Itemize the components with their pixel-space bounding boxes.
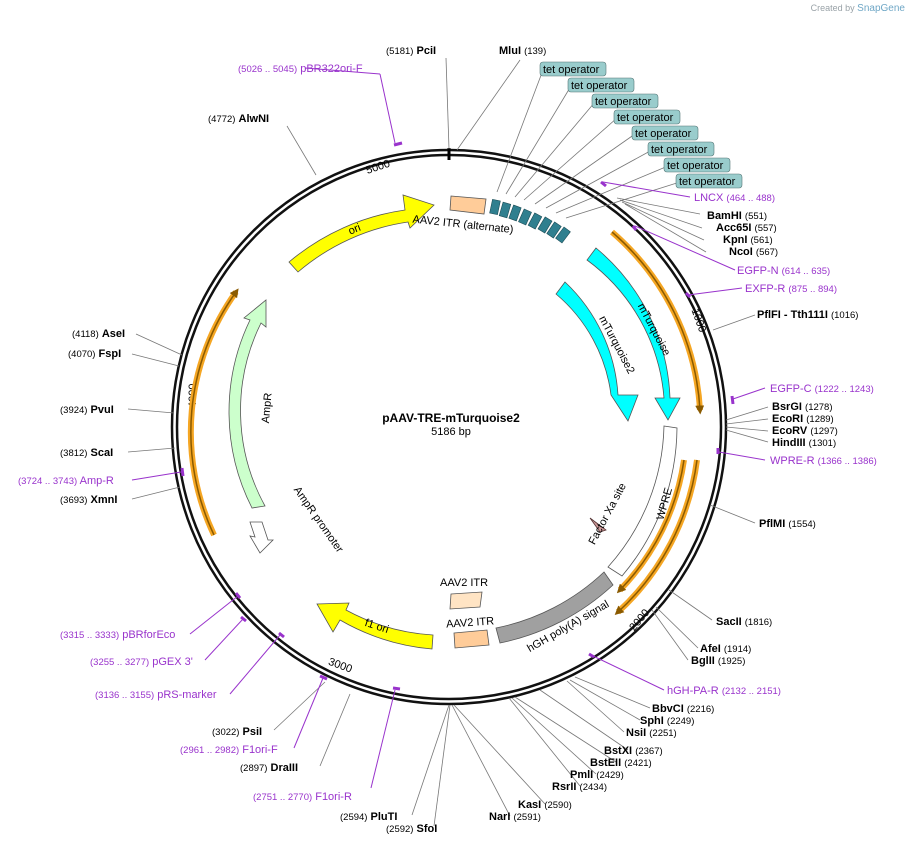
aav2-itr-b-label: AAV2 ITR	[446, 615, 495, 630]
aav2-itr-a-feature	[449, 591, 483, 610]
aav2-itr-alternate-feature	[449, 195, 487, 215]
enzyme-site-pluti: (2594) PluTI	[340, 811, 397, 823]
enzyme-site-nari: NarI (2591)	[489, 811, 541, 823]
enzyme-site-hindiii: HindIII (1301)	[772, 437, 836, 449]
enzyme-site-bsrgi: BsrGI (1278)	[772, 401, 833, 413]
enzyme-site-bbvci: BbvCI (2216)	[652, 703, 714, 715]
primer-site-prsmarker: (3136 .. 3155) pRS-marker	[95, 689, 217, 701]
primer-site-pbrforeco: (3315 .. 3333) pBRforEco	[60, 629, 175, 641]
primer-site-pgex3: (3255 .. 3277) pGEX 3'	[90, 656, 193, 668]
ampr-feature	[228, 299, 267, 509]
orf-arcs	[187, 229, 705, 616]
enzyme-site-kasi: KasI (2590)	[518, 799, 572, 811]
tet-operator-label: tet operator	[543, 64, 600, 76]
primer-site-egfpn: EGFP-N (614 .. 635)	[737, 265, 830, 277]
enzyme-site-rsrii: RsrII (2434)	[552, 781, 607, 793]
enzyme-site-ecorv: EcoRV (1297)	[772, 425, 838, 437]
aav2-itr-alternate-label: AAV2 ITR (alternate)	[412, 214, 514, 237]
enzyme-site-bamhi: BamHI (551)	[707, 210, 767, 222]
enzyme-site-bglii: BglII (1925)	[691, 655, 745, 667]
enzyme-site-pvui: (3924) PvuI	[60, 404, 114, 416]
factor-xa-feature	[589, 517, 607, 533]
tet-operator-label: tet operator	[617, 112, 674, 124]
enzyme-site-fspi: (4070) FspI	[68, 348, 121, 360]
ori-feature	[288, 194, 435, 273]
enzyme-site-sfoi: (2592) SfoI	[386, 823, 437, 835]
enzyme-site-ncoi: NcoI (567)	[729, 246, 778, 258]
wpre-feature	[607, 425, 678, 577]
leader-lines	[127, 57, 769, 827]
tet-operator-labels: tet operator tet operator tet operator t…	[539, 61, 743, 189]
plasmid-length: 5186 bp	[431, 426, 471, 438]
mturquoise2-feature	[555, 281, 639, 422]
primer-marks	[180, 141, 735, 691]
primer-site-lncx: LNCX (464 .. 488)	[694, 192, 775, 204]
enzyme-site-asei: (4118) AseI	[72, 328, 125, 340]
enzyme-site-psii: (3022) PsiI	[212, 726, 262, 738]
enzyme-site-pflmi: PflMI (1554)	[759, 518, 816, 530]
primer-site-f1orir: (2751 .. 2770) F1ori-R	[253, 791, 352, 803]
enzyme-site-mlui: MluI (139)	[499, 45, 546, 57]
f1-ori-feature	[316, 602, 434, 650]
enzyme-site-sphi: SphI (2249)	[640, 715, 694, 727]
enzyme-site-alwni: (4772) AlwNI	[208, 113, 269, 125]
tet-operator-label: tet operator	[571, 80, 628, 92]
aav2-itr-a-label: AAV2 ITR	[440, 577, 488, 589]
enzyme-site-draiii: (2897) DraIII	[240, 762, 298, 774]
tick-label-1000: 1000	[689, 307, 709, 334]
mturquoise-feature	[586, 247, 681, 421]
enzyme-site-nsii: NsiI (2251)	[626, 727, 677, 739]
enzyme-site-scai: (3812) ScaI	[60, 447, 113, 459]
tet-operator-label: tet operator	[667, 160, 724, 172]
enzyme-site-xmni: (3693) XmnI	[60, 494, 117, 506]
enzyme-site-pmli: PmlI (2429)	[570, 769, 624, 781]
enzyme-site-bstxi: BstXI (2367)	[604, 745, 663, 757]
primer-site-f1orif: (2961 .. 2982) F1ori-F	[180, 744, 278, 756]
primer-site-pbr322ori: (5026 .. 5045) pBR322ori-F	[238, 63, 363, 75]
tet-operator-leaders	[496, 69, 681, 219]
snapgene-logo: SnapGene	[857, 3, 905, 14]
ori-label: ori	[347, 222, 363, 238]
ampr-promoter-feature	[249, 521, 274, 554]
credit-prefix: Created by	[810, 3, 855, 13]
enzyme-site-sacii: SacII (1816)	[716, 616, 772, 628]
primer-site-ampr: (3724 .. 3743) Amp-R	[18, 475, 114, 487]
hgh-polya-feature	[495, 571, 614, 644]
tet-operator-label: tet operator	[679, 176, 736, 188]
tet-operator-label: tet operator	[651, 144, 708, 156]
ampr-label: AmpR	[260, 392, 275, 424]
tet-operator-label: tet operator	[635, 128, 692, 140]
primer-site-wprer: WPRE-R (1366 .. 1386)	[770, 455, 877, 467]
primer-site-egfpc: EGFP-C (1222 .. 1243)	[770, 383, 874, 395]
factor-xa-label: Factor Xa site	[587, 481, 629, 547]
enzyme-site-ecori: EcoRI (1289)	[772, 413, 834, 425]
enzyme-site-acc65i: Acc65I (557)	[716, 222, 777, 234]
primer-leaders	[131, 67, 766, 789]
tet-operator-blocks	[489, 198, 571, 244]
primer-site-hghpar: hGH-PA-R (2132 .. 2151)	[667, 685, 781, 697]
tet-operator-label: tet operator	[595, 96, 652, 108]
ampr-promoter-label: AmpR promoter	[291, 485, 346, 556]
aav2-itr-b-feature	[453, 629, 490, 649]
primer-site-exfpr: EXFP-R (875 .. 894)	[745, 283, 837, 295]
enzyme-site-afei: AfeI (1914)	[700, 643, 751, 655]
enzyme-site-pcii: (5181) PciI	[386, 45, 436, 57]
enzyme-site-kpni: KpnI (561)	[723, 234, 773, 246]
snapgene-credit: Created by SnapGene	[811, 3, 905, 14]
enzyme-site-bsteii: BstEII (2421)	[590, 757, 652, 769]
primer-labels: (5026 .. 5045) pBR322ori-F LNCX (464 .. …	[18, 63, 877, 803]
enzyme-labels: (5181) PciI MluI (139) (4772) AlwNI BamH…	[60, 45, 858, 835]
enzyme-site-pflfi: PflFI - Tth111I (1016)	[757, 309, 858, 321]
plasmid-title: pAAV-TRE-mTurquoise2	[382, 411, 520, 425]
